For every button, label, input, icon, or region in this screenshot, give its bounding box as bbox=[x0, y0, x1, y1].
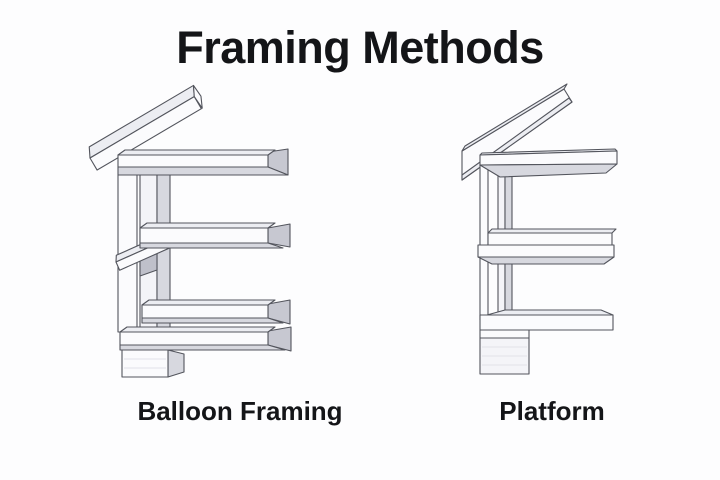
page-title: Framing Methods bbox=[176, 22, 544, 73]
sill-icon bbox=[119, 326, 292, 352]
floor-platform-icon bbox=[479, 309, 614, 331]
top-plate-icon bbox=[479, 148, 618, 166]
balloon-framing-label: Balloon Framing bbox=[137, 396, 343, 426]
sill-icon bbox=[479, 329, 530, 339]
foundation-icon bbox=[121, 349, 185, 378]
foundation-icon bbox=[479, 337, 530, 375]
story-stud-icon bbox=[479, 164, 513, 246]
plate-soffit bbox=[479, 163, 618, 178]
floor-platform-icon bbox=[477, 228, 617, 258]
top-plate-icon bbox=[117, 148, 289, 176]
floor-joist-icon bbox=[139, 222, 291, 249]
floor-joist-icon bbox=[141, 299, 291, 325]
balloon-framing-diagram bbox=[88, 84, 292, 378]
rafter-icon bbox=[88, 84, 203, 171]
platform-framing-diagram bbox=[461, 83, 618, 375]
platform-label: Platform bbox=[499, 396, 605, 426]
platform-soffit bbox=[477, 256, 615, 265]
